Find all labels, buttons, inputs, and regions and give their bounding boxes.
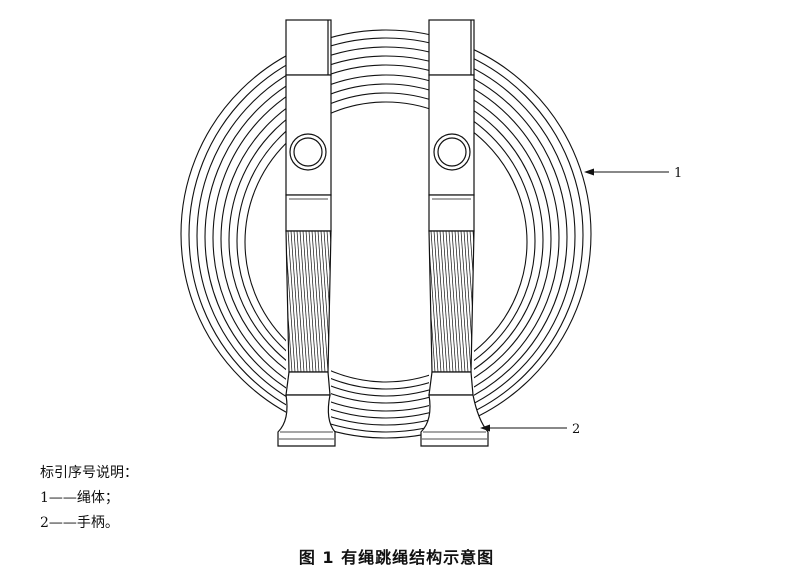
legend-number: 1: [40, 490, 49, 506]
legend-item: 1——绳体；: [40, 486, 138, 511]
handle-left: [277, 19, 336, 447]
legend-text: 手柄。: [76, 515, 119, 531]
rope-loop: [212, 64, 560, 412]
callout-2: 2: [480, 422, 580, 437]
callout-number: 2: [572, 422, 580, 437]
rope-loop: [220, 74, 552, 404]
legend-dash: ——: [48, 490, 77, 506]
jump-rope-diagram: 1 2: [180, 19, 682, 447]
callout-number: 1: [674, 166, 682, 181]
rope-loop: [180, 29, 592, 439]
figure-caption: 图 1 有绳跳绳结构示意图: [298, 548, 495, 567]
rope-loop: [244, 101, 528, 383]
rope-loop: [228, 83, 544, 397]
legend-item: 2——手柄。: [40, 511, 138, 536]
rope-loop: [196, 46, 576, 426]
rope-loop: [188, 37, 584, 433]
rope-loop: [204, 55, 568, 419]
legend-heading: 标引序号说明：: [40, 465, 138, 481]
legend-dash: ——: [48, 515, 77, 531]
rope-coil: [180, 29, 592, 439]
legend: 标引序号说明： 1——绳体； 2——手柄。: [40, 461, 138, 536]
legend-text: 绳体；: [76, 490, 119, 506]
rope-loop: [236, 92, 536, 390]
callout-1: 1: [584, 166, 682, 181]
legend-number: 2: [40, 515, 49, 531]
handle-right: [420, 19, 489, 447]
